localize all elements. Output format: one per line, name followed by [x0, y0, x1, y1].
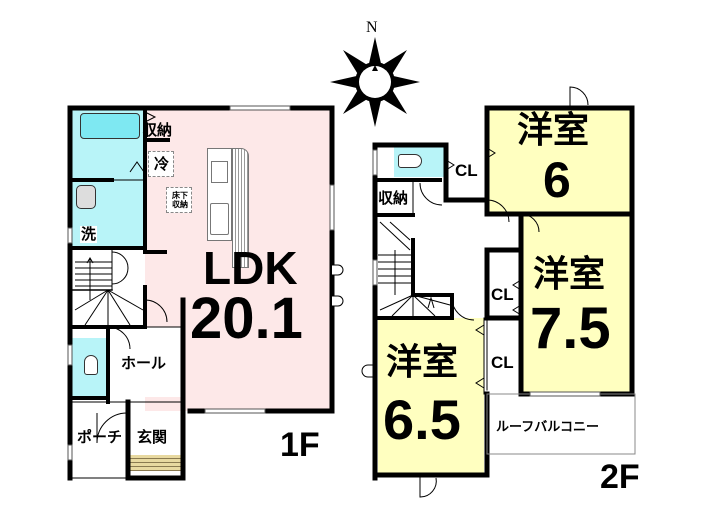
wash-basin-icon: [76, 185, 96, 209]
western-room-7-5: [521, 216, 632, 394]
stove-icon: [211, 161, 228, 183]
entrance-step: [128, 455, 181, 471]
floor-1-walls: [67, 105, 344, 481]
western-room-6: [487, 108, 632, 213]
western-7-5-name: 洋室: [533, 254, 606, 295]
sink-icon: [210, 203, 229, 235]
western-6-name: 洋室: [517, 110, 590, 151]
ldk-size: 20.1: [190, 286, 303, 351]
fridge-label: 冷: [154, 155, 170, 173]
compass-rose-icon: [330, 37, 420, 127]
underfloor-label-1: 床下: [172, 191, 188, 200]
kitchen-island: [232, 148, 249, 268]
western-6-size: 6: [543, 152, 571, 208]
hall: [108, 327, 183, 397]
western-7-5-size: 7.5: [530, 296, 611, 361]
western-6-5-size: 6.5: [383, 388, 461, 451]
western-6-5-name: 洋室: [386, 342, 459, 383]
hall-label: ホール: [121, 354, 167, 372]
closet-low-label: CL: [491, 353, 514, 372]
entrance-label: 玄関: [137, 428, 168, 446]
storage-label-2f: 収納: [378, 189, 409, 207]
porch-label: ポーチ: [77, 428, 123, 446]
compass-north-label: N: [366, 19, 378, 36]
roof-balcony-label: ルーフバルコニー: [496, 420, 599, 435]
floor-2-label: 2F: [600, 458, 640, 496]
fridge-space: 冷: [148, 151, 174, 177]
compass: N: [325, 19, 425, 127]
closet-mid-label: CL: [491, 285, 514, 304]
closet-top-label: CL: [455, 161, 478, 180]
western-room-6-5: [378, 318, 484, 475]
storage-label-1f: 収納: [142, 121, 173, 139]
washroom-label: 洗: [80, 225, 98, 243]
underfloor-storage: 床下 収納: [166, 187, 192, 213]
floor-1-label: 1F: [280, 426, 320, 464]
bathtub-icon: [80, 113, 140, 139]
floor-1-plan: 収納 冷 床下 収納 洗 LDK 20.1 ホール ポーチ 玄関 1F: [67, 105, 344, 481]
toilet-bowl-2f-icon: [398, 154, 422, 168]
ldk-lower-left: [183, 300, 191, 411]
ldk-name: LDK: [203, 242, 298, 294]
toilet-bowl-icon: [84, 355, 98, 375]
underfloor-label-2: 収納: [172, 200, 188, 209]
